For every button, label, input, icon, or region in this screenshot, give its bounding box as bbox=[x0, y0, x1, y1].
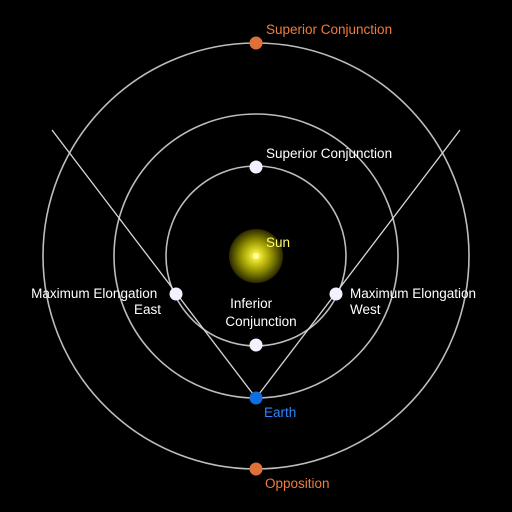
max-elongation-east-line-2: East bbox=[134, 302, 161, 317]
max-elongation-east-label: Maximum Elongation East bbox=[31, 286, 161, 317]
max-elongation-west-planet bbox=[329, 287, 343, 301]
earth-label: Earth bbox=[264, 405, 296, 420]
outer-superior-conjunction-planet bbox=[249, 36, 263, 50]
outer-superior-conjunction-label: Superior Conjunction bbox=[266, 22, 392, 37]
sightline-west bbox=[255, 129, 461, 399]
inner-superior-conjunction-planet bbox=[249, 160, 263, 174]
inferior-conjunction-planet bbox=[249, 338, 263, 352]
inferior-conjunction-line-2: Conjunction bbox=[225, 314, 296, 329]
sightline-east bbox=[51, 129, 257, 399]
sun-icon bbox=[253, 253, 259, 259]
earth-planet bbox=[249, 391, 263, 405]
opposition-label: Opposition bbox=[265, 476, 330, 491]
inner-superior-conjunction-label: Superior Conjunction bbox=[266, 146, 392, 161]
max-elongation-west-line-1: Maximum Elongation bbox=[350, 286, 476, 301]
max-elongation-west-line-2: West bbox=[350, 302, 381, 317]
inferior-conjunction-label: Inferior Conjunction bbox=[225, 296, 296, 329]
inferior-conjunction-line-1: Inferior bbox=[230, 296, 273, 311]
max-elongation-east-planet bbox=[169, 287, 183, 301]
max-elongation-west-label: Maximum Elongation West bbox=[350, 286, 480, 317]
opposition-planet bbox=[249, 462, 263, 476]
sun-label: Sun bbox=[266, 235, 290, 250]
max-elongation-east-line-1: Maximum Elongation bbox=[31, 286, 157, 301]
